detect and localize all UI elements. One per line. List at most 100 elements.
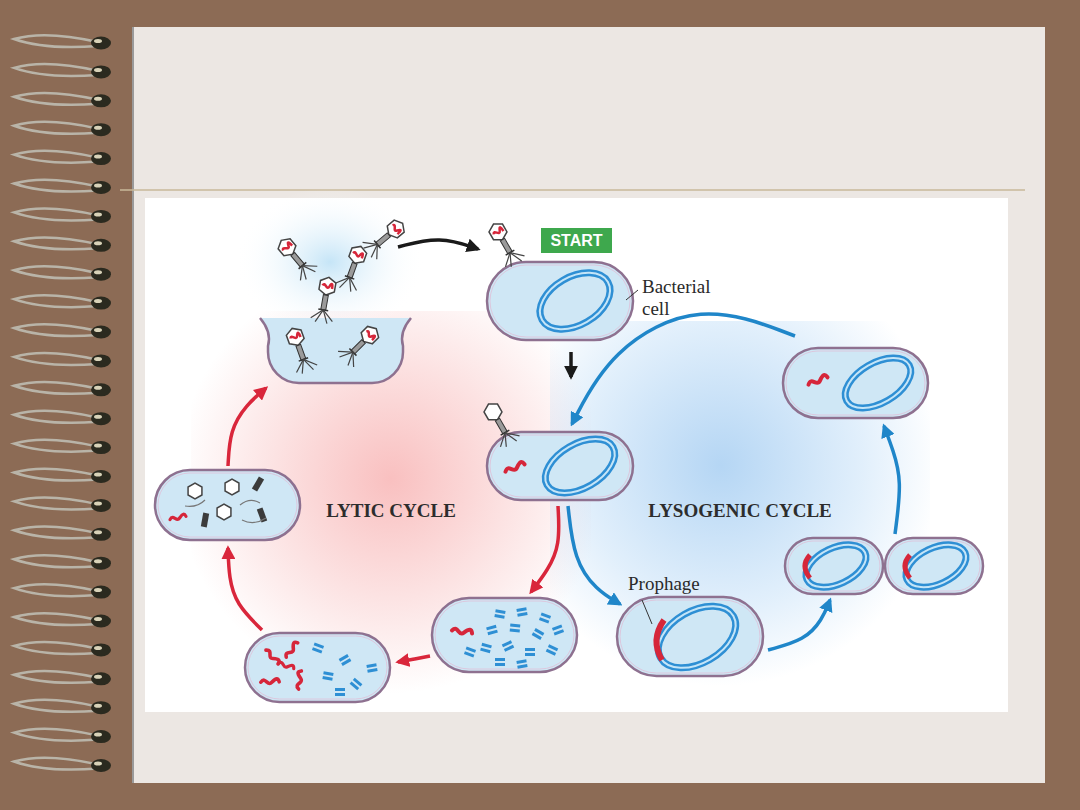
spiral-wire [14,526,98,538]
phage-dna [391,223,401,234]
capsid-part [510,624,521,633]
capsid-bar [552,625,562,631]
phage-head [188,483,202,499]
binding-highlight [94,559,102,563]
tail-fiber [370,244,385,259]
tail-fiber [505,430,517,444]
capsid-part [350,678,363,691]
binding-highlight [94,646,102,650]
capsid-bar [525,653,535,656]
bacterial-chromosome [899,536,972,596]
tail-fiber [510,247,525,261]
cell-wall-inner [435,601,574,669]
tail-fiber [510,250,522,264]
lysed-cell [260,318,411,383]
binding-hole [91,268,111,281]
capsid-bar [539,617,549,623]
binding-highlight [94,588,102,592]
capsid-bar [546,649,556,656]
capsid-part [335,688,345,696]
spiral-wire [14,93,98,105]
chromosome-core [530,261,620,341]
illustration [155,187,983,702]
bacteriophage [479,399,521,450]
bacteriophage [360,215,409,261]
tail-fiber [505,253,517,267]
spiral-wire [14,122,98,134]
binding-highlight [94,155,102,159]
capsid-bar [525,648,535,651]
spiral-wire [14,353,98,365]
binding-highlight [94,733,102,737]
spiral-binding [14,35,111,772]
bacterial-cell [245,633,390,702]
binding-highlight [94,212,102,216]
spiral-wire [14,382,98,394]
cycle-arrow [228,388,266,466]
binding-highlight [94,444,102,448]
spiral-wire [14,237,98,249]
binding-hole [91,152,111,165]
phage-head [347,244,368,266]
capsid-bar [516,659,526,664]
capsid-part [532,628,545,640]
spiral-wire [14,440,98,452]
capsid-part [539,613,551,624]
capsid-part [322,671,333,681]
capsid-part [525,648,535,656]
tail-fiber [500,433,512,447]
binding-highlight [94,357,102,361]
leader-line [642,600,652,624]
phage-tail [296,344,306,360]
spiral-wire [14,324,98,336]
capsid-bar [495,663,505,666]
cycle-arrow [398,240,478,249]
tail-fiber [505,427,520,441]
binding-highlight [94,415,102,419]
bacterial-cell [432,598,577,672]
capsid-bar [510,624,520,628]
tail-fiber [322,310,335,322]
bacteriophage [282,325,318,376]
bacterial-cell [783,348,928,418]
cycle-arrow [568,506,620,604]
phage-head [285,326,306,348]
spiral-wire [14,613,98,625]
capsid-bar [517,612,527,617]
bacteriophage [310,275,340,324]
chromosome-core [899,536,972,596]
capsid-bar [510,629,520,633]
binding-hole [91,643,111,656]
binding-highlight [94,184,102,188]
binding-hole [91,383,111,396]
phage-dna [365,330,376,341]
tail-fiber [302,262,315,276]
phage-dna [504,462,525,472]
spiral-wire [14,469,98,481]
spiral-wire [14,584,98,596]
start-badge: START [541,228,612,253]
phage-dna [352,250,363,258]
capsid-part [516,607,527,617]
cell-wall-inner [158,473,297,537]
chromosome-core [799,536,872,596]
binding-hole [91,701,111,714]
bacterial-chromosome [648,593,747,680]
bacterial-chromosome [837,348,919,419]
spiral-wire [14,758,98,770]
capsid-bar [314,643,324,649]
binding-highlight [94,501,102,505]
binding-hole [91,528,111,541]
capsid-bar [541,613,551,619]
capsid-bar [495,609,505,614]
phage-dna [170,514,186,519]
bacteriophage [484,219,526,270]
burst-glow [235,187,425,337]
capsid-part [494,609,505,619]
binding-highlight [94,68,102,72]
tail-fiber [315,309,323,323]
binding-highlight [94,270,102,274]
binding-highlight [94,530,102,534]
binding-hole [91,730,111,743]
